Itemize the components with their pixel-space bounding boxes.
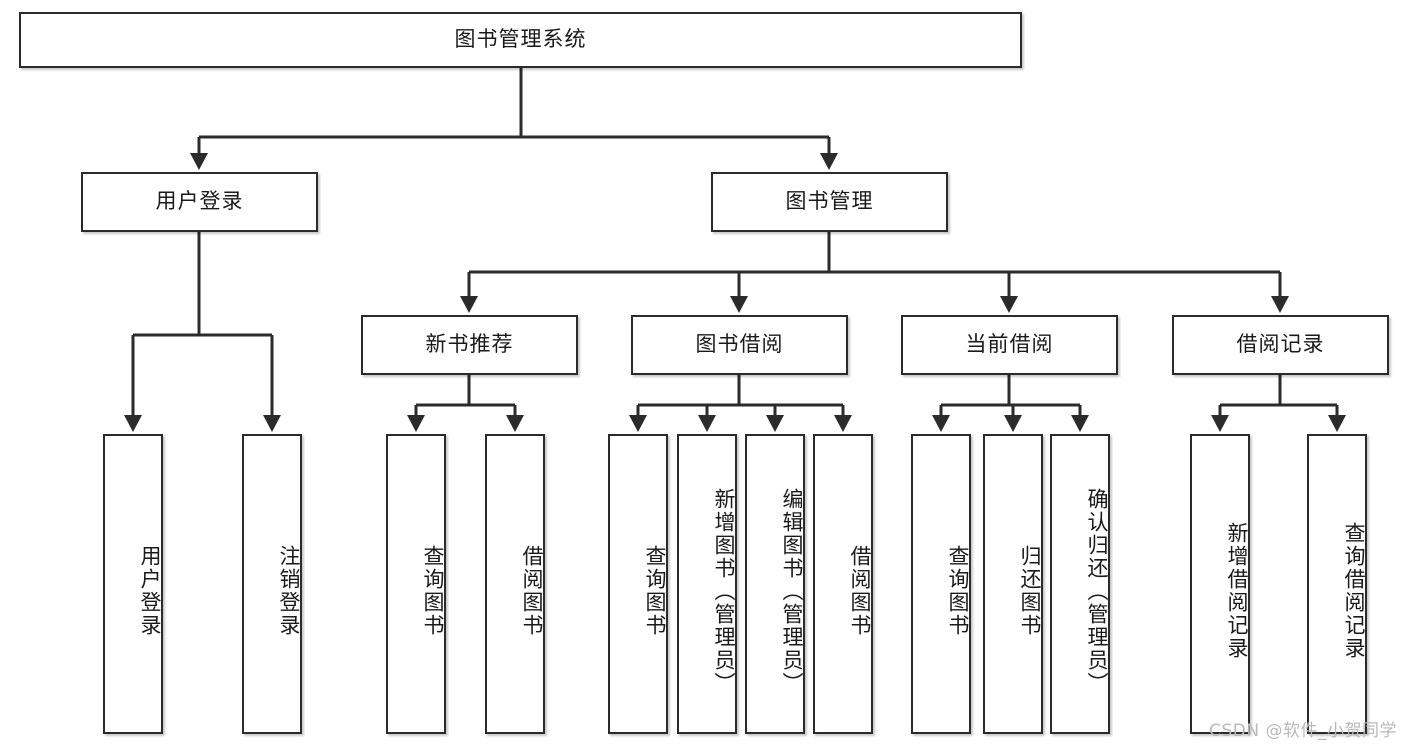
node-leaf-logout[interactable]: 注销登录 (242, 434, 302, 734)
node-leaf-query-book-2[interactable]: 查询图书 (608, 434, 668, 734)
node-leaf-add-book[interactable]: 新增图书（管理员） (677, 434, 737, 734)
node-current-borrow-label: 当前借阅 (965, 332, 1054, 357)
node-leaf-query-book-3-label: 查询图书 (946, 545, 970, 637)
borrow-to-leaves-arrowhead-2 (766, 415, 784, 432)
node-leaf-borrow-book-1[interactable]: 借阅图书 (485, 434, 545, 734)
book-manage-to-level3-arrowhead-1 (730, 296, 748, 313)
recommend-to-leaves-arrowhead-0 (407, 415, 425, 432)
node-leaf-user-login[interactable]: 用户登录 (103, 434, 163, 734)
node-user-login-label: 用户登录 (155, 189, 244, 214)
node-root-label: 图书管理系统 (454, 27, 587, 52)
current-to-leaves-arrowhead-1 (1004, 415, 1022, 432)
borrow-to-leaves-arrowhead-0 (629, 415, 647, 432)
node-borrow-record[interactable]: 借阅记录 (1172, 315, 1389, 375)
node-leaf-confirm-return[interactable]: 确认归还（管理员） (1050, 434, 1110, 734)
node-leaf-return-book-label: 归还图书 (1018, 545, 1042, 637)
record-to-leaves-arrowhead-0 (1211, 415, 1229, 432)
node-book-manage[interactable]: 图书管理 (711, 172, 948, 232)
book-manage-to-level3-arrowhead-2 (1000, 296, 1018, 313)
node-user-login[interactable]: 用户登录 (81, 172, 318, 232)
user-login-to-leaves-arrowhead-1 (263, 415, 281, 432)
node-leaf-user-login-label: 用户登录 (138, 545, 162, 637)
node-current-borrow[interactable]: 当前借阅 (901, 315, 1118, 375)
node-borrow-record-label: 借阅记录 (1236, 332, 1325, 357)
book-manage-to-level3-arrowhead-3 (1271, 296, 1289, 313)
borrow-to-leaves-arrowhead-1 (698, 415, 716, 432)
node-book-manage-label: 图书管理 (785, 189, 874, 214)
node-leaf-confirm-return-label: 确认归还（管理员） (1085, 487, 1109, 695)
book-manage-to-level3-arrowhead-0 (460, 296, 478, 313)
node-root[interactable]: 图书管理系统 (19, 12, 1022, 68)
node-leaf-query-record-label: 查询借阅记录 (1342, 522, 1366, 660)
node-new-book-recommend-label: 新书推荐 (425, 332, 514, 357)
node-leaf-add-record-label: 新增借阅记录 (1225, 522, 1249, 660)
node-book-borrow[interactable]: 图书借阅 (631, 315, 848, 375)
node-leaf-query-book-1-label: 查询图书 (421, 545, 445, 637)
node-leaf-borrow-book-1-label: 借阅图书 (520, 545, 544, 637)
watermark: CSDN @软件_小贺同学 (1209, 721, 1397, 741)
node-book-borrow-label: 图书借阅 (695, 332, 784, 357)
node-leaf-borrow-book-2-label: 借阅图书 (848, 545, 872, 637)
node-leaf-query-book-3[interactable]: 查询图书 (911, 434, 971, 734)
node-leaf-edit-book-label: 编辑图书（管理员） (780, 487, 804, 695)
node-leaf-return-book[interactable]: 归还图书 (983, 434, 1043, 734)
root-to-level2-arrowhead-0 (190, 153, 208, 170)
node-leaf-query-book-1[interactable]: 查询图书 (386, 434, 446, 734)
node-new-book-recommend[interactable]: 新书推荐 (361, 315, 578, 375)
node-leaf-edit-book[interactable]: 编辑图书（管理员） (745, 434, 805, 734)
borrow-to-leaves-arrowhead-3 (834, 415, 852, 432)
node-leaf-borrow-book-2[interactable]: 借阅图书 (813, 434, 873, 734)
record-to-leaves-arrowhead-1 (1328, 415, 1346, 432)
root-to-level2-arrowhead-1 (820, 153, 838, 170)
user-login-to-leaves-arrowhead-0 (124, 415, 142, 432)
node-leaf-add-book-label: 新增图书（管理员） (712, 487, 736, 695)
node-leaf-query-book-2-label: 查询图书 (643, 545, 667, 637)
node-leaf-logout-label: 注销登录 (277, 545, 301, 637)
current-to-leaves-arrowhead-2 (1071, 415, 1089, 432)
node-leaf-add-record[interactable]: 新增借阅记录 (1190, 434, 1250, 734)
recommend-to-leaves-arrowhead-1 (506, 415, 524, 432)
node-leaf-query-record[interactable]: 查询借阅记录 (1307, 434, 1367, 734)
current-to-leaves-arrowhead-0 (932, 415, 950, 432)
